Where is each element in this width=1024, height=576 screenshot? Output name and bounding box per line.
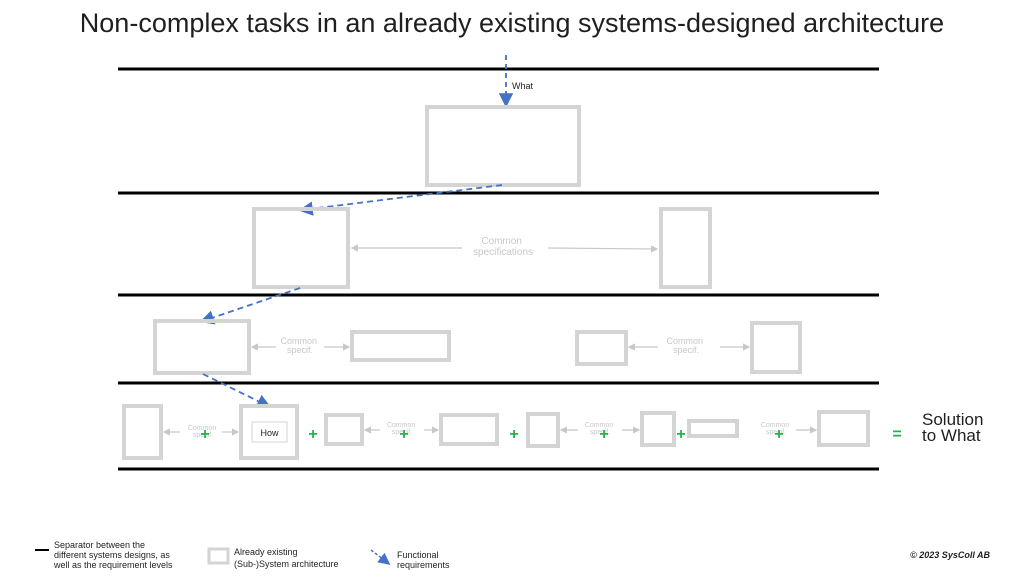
legend-line: requirements	[397, 560, 450, 570]
legend-box-icon	[207, 547, 230, 565]
legend-separator-text: Separator between the different systems …	[54, 540, 173, 570]
legend-line: well as the requirement levels	[54, 560, 173, 570]
legend-functional-text: Functional requirements	[397, 550, 450, 570]
page-title: Non-complex tasks in an already existing…	[79, 8, 945, 38]
common-specif-label: Common specif.	[188, 425, 218, 439]
subsystem-box	[239, 404, 299, 460]
subsystem-box	[350, 330, 451, 362]
common-specif-label: Common specif.	[280, 336, 319, 355]
common-specif-label: Common specif.	[585, 422, 615, 436]
plus-sign: +	[599, 426, 608, 443]
subsystem-box	[750, 321, 802, 374]
legend-line: Already existing	[234, 547, 298, 557]
subsystem-box	[640, 411, 676, 447]
requirement-arrow	[199, 287, 301, 325]
common-specif-label: Common specif.	[761, 422, 791, 436]
legend-existing-text: Already existing (Sub-)System architectu…	[234, 546, 339, 570]
common-specifications-label: Common specifications	[473, 236, 533, 258]
plus-sign: +	[676, 426, 685, 443]
solution-line: Solution	[922, 410, 984, 429]
solution-line: to What	[922, 426, 981, 445]
subsystem-box	[575, 330, 628, 366]
equals-sign: =	[892, 426, 901, 443]
common-specif-label: Common specif.	[387, 422, 417, 436]
plus-sign: +	[774, 426, 783, 443]
how-box	[251, 421, 288, 443]
spec-connector	[547, 245, 659, 253]
subsystem-box	[252, 207, 350, 289]
subsystem-box	[324, 413, 364, 446]
requirement-arrow	[202, 373, 272, 408]
legend-arrow-icon	[370, 549, 391, 565]
legend-line: Separator between the	[54, 540, 146, 550]
system-box	[425, 105, 581, 187]
legend-line: Functional	[397, 550, 439, 560]
plus-sign: +	[509, 426, 518, 443]
copyright: © 2023 SysColl AB	[910, 550, 990, 560]
subsystem-box	[659, 207, 712, 289]
subsystem-box	[817, 410, 870, 447]
subsystem-box	[153, 319, 251, 375]
legend-line: (Sub-)System architecture	[234, 559, 339, 569]
subsystem-box	[526, 412, 560, 448]
requirement-arrow	[298, 184, 503, 216]
subsystem-box	[687, 419, 739, 438]
plus-sign: +	[200, 426, 209, 443]
plus-sign: +	[399, 426, 408, 443]
what-label: What	[512, 81, 534, 91]
subsystem-box	[439, 413, 499, 446]
plus-sign: +	[308, 426, 317, 443]
subsystem-box	[122, 404, 163, 460]
legend-line: different systems designs, as	[54, 550, 170, 560]
solution-label: Solution to What	[922, 410, 984, 445]
common-specif-label: Common specif.	[666, 336, 705, 355]
how-label: How	[260, 428, 279, 438]
